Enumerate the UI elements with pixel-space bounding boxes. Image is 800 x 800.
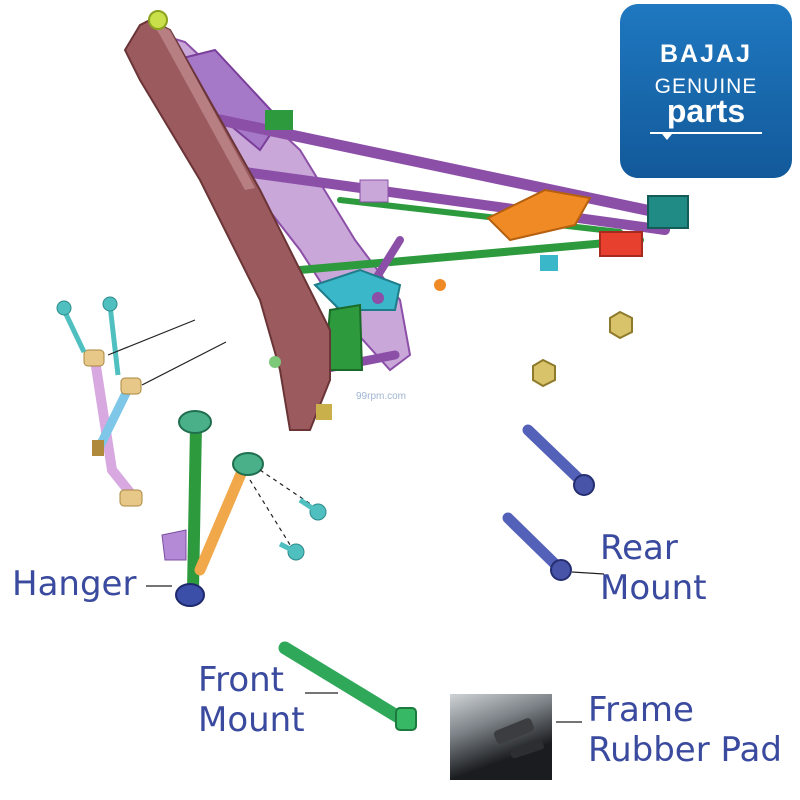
rear-mount-label-line2: Mount xyxy=(600,568,707,609)
watermark: 99rpm.com xyxy=(356,391,407,402)
rubber-pad-shape xyxy=(492,717,536,745)
front-mount-label-line1: Front xyxy=(198,660,284,700)
front-mount-bolt xyxy=(278,641,417,731)
frame-rubber-pad-photo xyxy=(450,694,552,780)
hanger-label-text: Hanger xyxy=(12,564,137,604)
badge-brand: BAJAJ xyxy=(660,40,752,68)
rear-mount-label: Rear Mount xyxy=(600,528,707,608)
rubber-pad-shape-2 xyxy=(509,738,545,760)
frame-assembly xyxy=(123,10,689,431)
badge-line2: parts xyxy=(666,93,746,129)
small-hanger-assembly xyxy=(56,296,227,507)
rear-mount-label-line1: Rear xyxy=(600,528,678,568)
nuts xyxy=(532,310,633,388)
frame-rubber-pad-label: Frame Rubber Pad xyxy=(588,690,782,770)
frame-rubber-pad-label-line1: Frame xyxy=(588,690,694,730)
frame-rubber-pad-label-line2: Rubber Pad xyxy=(588,730,782,771)
rear-mount-bolts xyxy=(502,424,605,581)
hanger-label: Hanger xyxy=(12,564,136,604)
front-mount-label-line2: Mount xyxy=(198,700,305,741)
front-mount-label: Front Mount xyxy=(198,660,305,740)
bajaj-genuine-parts-logo: BAJAJ GENUINE parts xyxy=(620,4,792,178)
badge-underline-arrow xyxy=(650,132,762,140)
hanger-part xyxy=(161,410,327,607)
badge-line1: GENUINE xyxy=(654,75,758,98)
